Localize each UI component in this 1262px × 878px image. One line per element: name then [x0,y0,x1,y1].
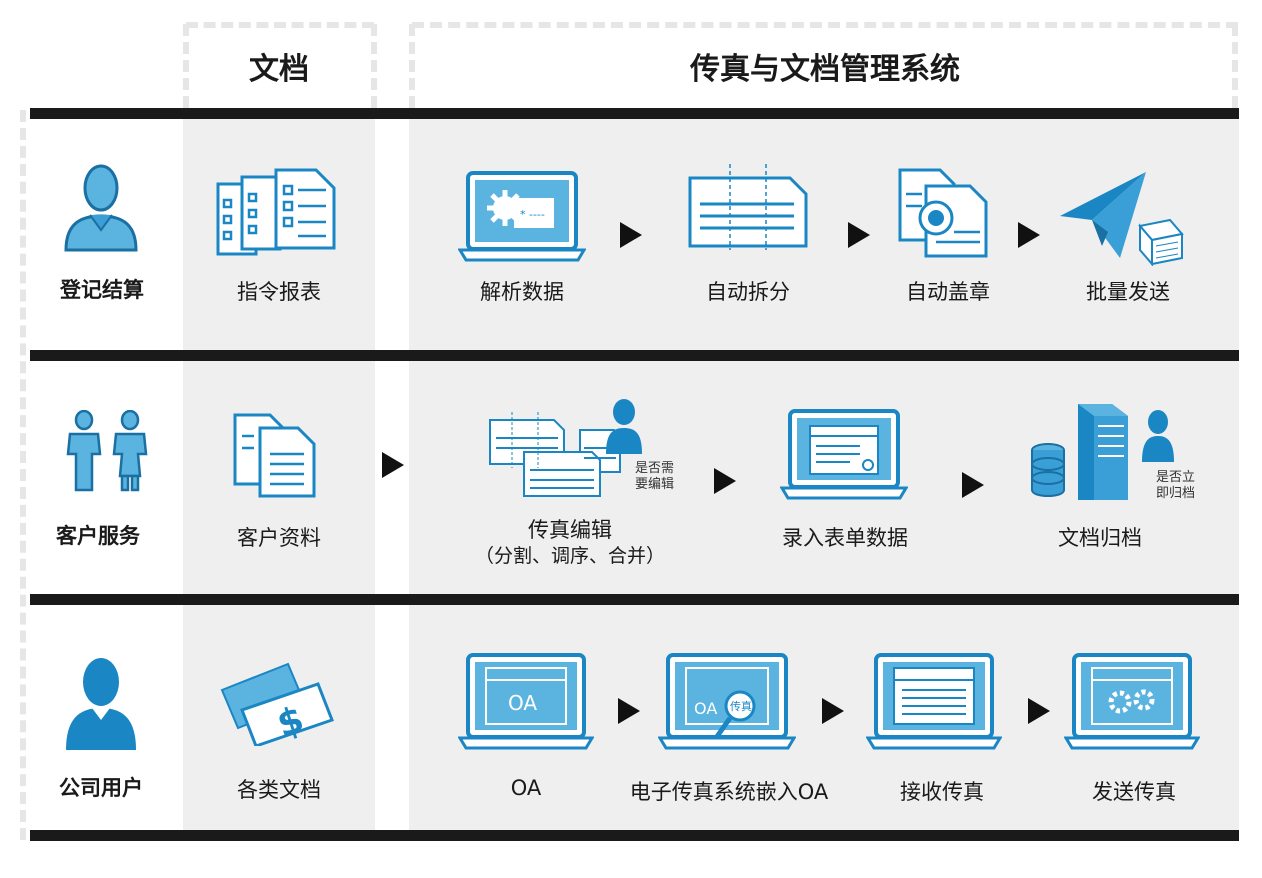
flow-arrow [848,222,870,248]
archive-question-note: 是否立 即归档 [1156,470,1195,502]
flow-arrow [382,452,404,478]
oa-screen-text: OA [508,691,537,715]
server-archive-icon [1031,404,1174,500]
laptop-form-icon [780,409,908,500]
flow-arrow [714,468,736,494]
laptop-gear-icon: * ---- [458,171,586,262]
svg-text:* ----: * ---- [520,208,545,221]
two-people-icon [66,410,148,492]
row-category-label: 公司用户 [59,776,143,800]
step-label: 自动拆分 [706,280,790,304]
step-label: 批量发送 [1086,280,1170,304]
frame-dashed [186,22,374,28]
row-document-label: 各类文档 [237,778,321,802]
divider-bar [30,594,1239,605]
note-line: 是否需 [635,461,675,476]
row-category-label: 登记结算 [60,278,144,302]
flow-arrow [618,698,640,724]
flow-arrow [620,222,642,248]
document-checklist-icon [216,168,336,256]
frame-dashed [371,24,377,108]
flow-arrow [1028,698,1050,724]
step-label: OA [510,776,542,800]
step-label: 电子传真系统嵌入OA [629,780,829,804]
step-sublabel: （分割、调序、合并） [474,545,665,567]
user-silhouette-icon [66,658,136,750]
note-line: 要编辑 [635,477,675,492]
step-label: 传真编辑 [528,518,612,542]
bill-dollar-icon: $ [220,662,334,746]
step-label: 自动盖章 [906,280,990,304]
edit-question-note: 是否需 要编辑 [635,461,674,493]
column-header-documents: 文档 [249,52,309,87]
step-label: 文档归档 [1058,526,1142,550]
document-stamp-icon [898,168,988,258]
frame-dashed [409,24,415,108]
column-header-system: 传真与文档管理系统 [690,52,960,87]
step-label: 录入表单数据 [782,526,908,550]
laptop-oa-fax-icon: OA 传真 [658,653,796,750]
note-line: 是否立 [1156,470,1196,485]
flow-arrow [962,472,984,498]
step-label: 解析数据 [480,280,564,304]
divider-bar [30,830,1239,841]
laptop-oa-icon: OA [458,653,594,750]
step-label: 发送传真 [1092,780,1176,804]
row-document-label: 指令报表 [237,280,321,304]
flow-arrow [1018,222,1040,248]
row-category-label: 客户服务 [56,524,140,548]
oa-screen-text: OA [694,699,717,718]
flow-arrow [822,698,844,724]
fax-magnifier-text: 传真 [730,699,752,713]
note-line: 即归档 [1156,486,1196,501]
laptop-receive-icon [866,653,1002,750]
divider-bar [30,108,1239,119]
step-label: 接收传真 [900,780,984,804]
frame-dashed [412,22,1238,28]
user-icon [64,164,138,252]
divider-bar [30,350,1239,361]
frame-dashed [20,110,26,840]
frame-dashed [183,24,189,108]
documents-icon [233,413,316,498]
frame-dashed [1232,24,1238,108]
laptop-send-icon [1064,653,1200,750]
paper-plane-icon [1060,172,1184,266]
document-split-icon [688,164,808,250]
fax-edit-icon [489,399,642,497]
row-document-label: 客户资料 [237,526,321,550]
